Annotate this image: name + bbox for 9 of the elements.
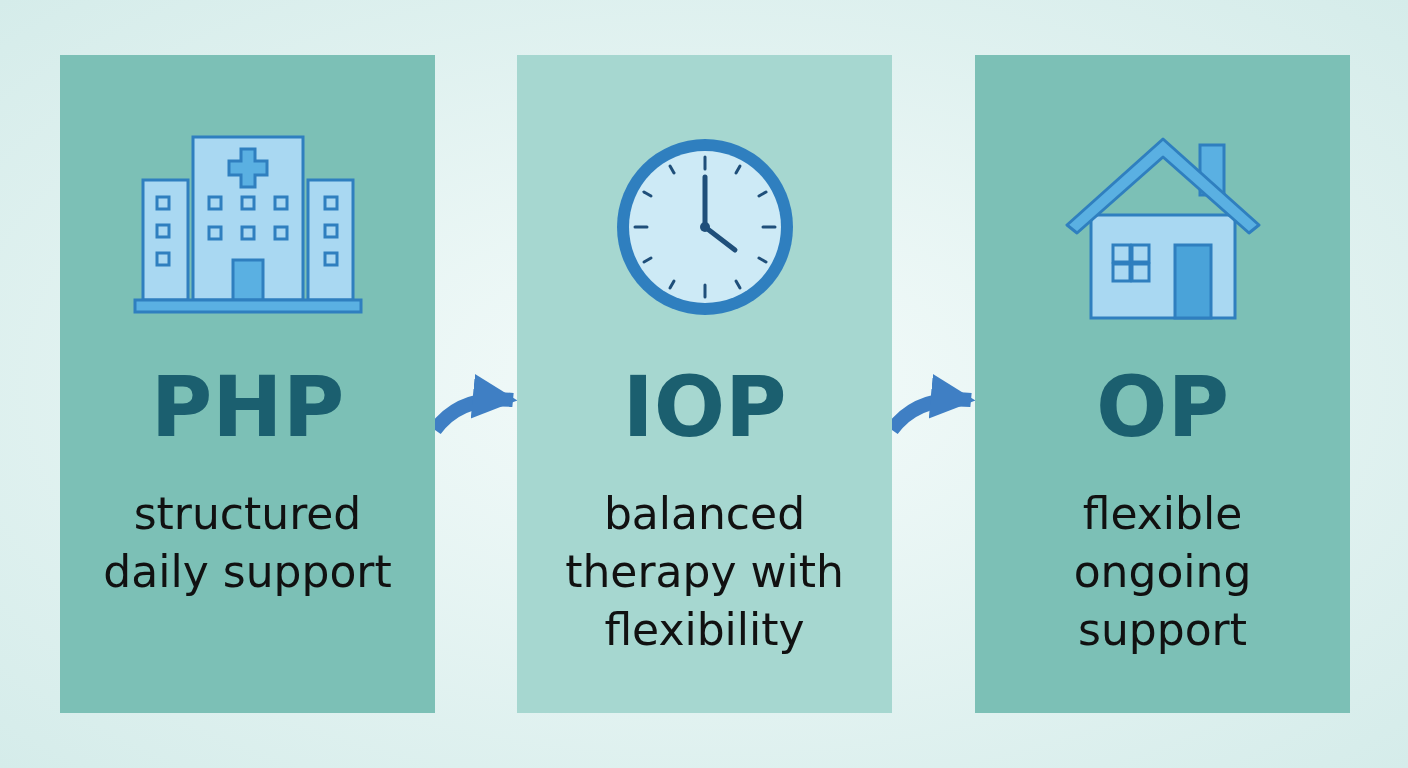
stage-heading: OP	[1095, 365, 1230, 449]
stage-heading: PHP	[149, 365, 346, 449]
stage-panel	[60, 55, 435, 713]
stage-panel	[517, 55, 892, 713]
stage-description: flexible ongoing support	[1072, 487, 1253, 657]
stage-description: structured daily support	[102, 487, 393, 599]
stage-description: balanced therapy with flexibility	[564, 487, 845, 657]
stage-panel	[975, 55, 1350, 713]
stage-heading: IOP	[621, 365, 788, 449]
